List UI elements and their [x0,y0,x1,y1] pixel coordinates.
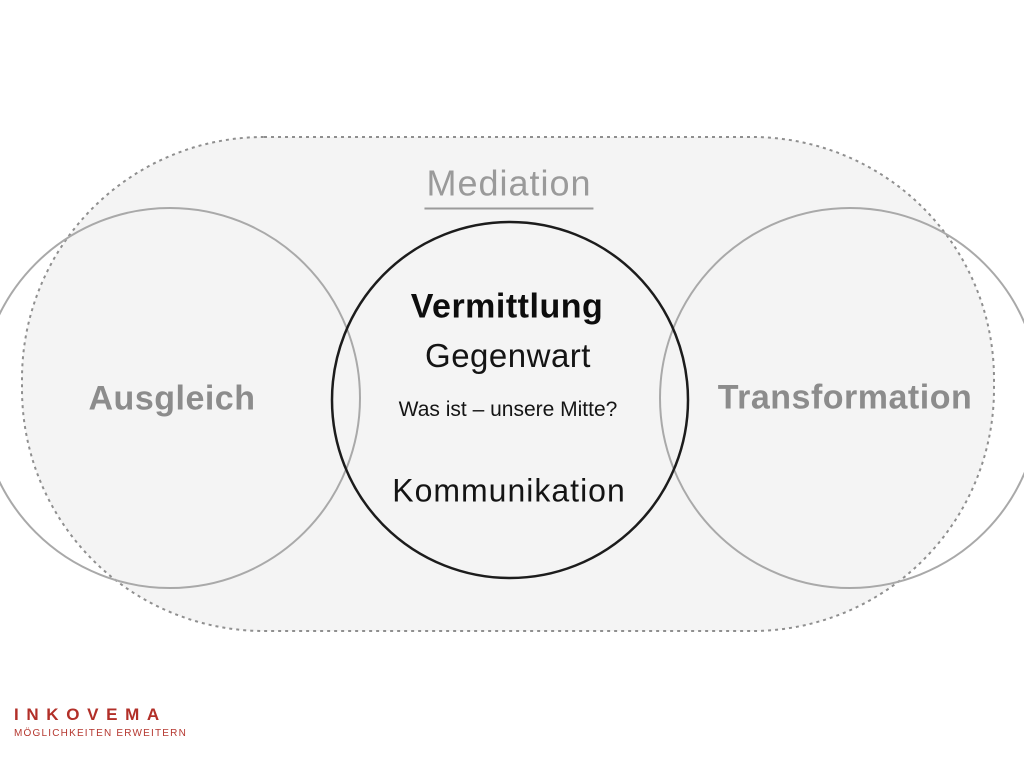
center-circle-line2: Gegenwart [425,337,591,374]
center-circle-line4: Kommunikation [392,472,626,509]
center-circle-heading: Vermittlung [410,287,604,326]
vermittlung-center-circle [330,220,690,580]
logo-tagline-text: MÖGLICHKEITEN ERWEITERN [14,727,187,739]
transformation-circle [659,207,1024,589]
center-circle-question: Was ist – unsere Mitte? [398,398,618,421]
diagram-title: Mediation [424,163,594,210]
inkovema-logo: INKOVEMA MÖGLICHKEITEN ERWEITERN [14,705,187,739]
right-circle-label: Transformation [717,378,973,417]
logo-brand-text: INKOVEMA [14,705,167,724]
ausgleich-circle [0,207,361,589]
left-circle-label: Ausgleich [88,379,256,418]
mediation-boundary-stadium [21,136,995,632]
